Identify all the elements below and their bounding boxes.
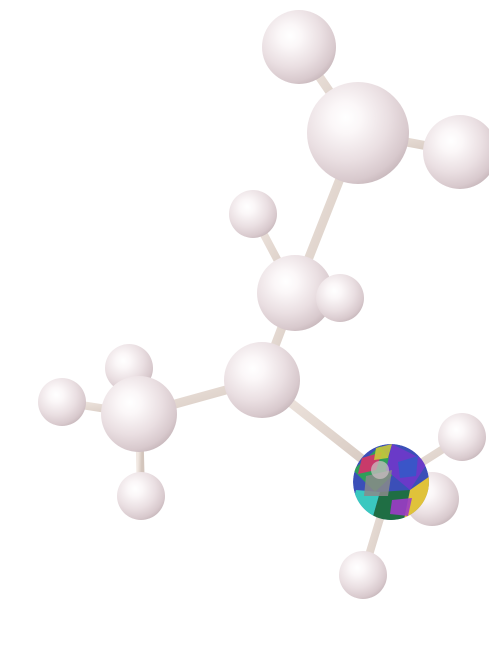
atom-sphere bbox=[38, 378, 86, 426]
atom-sphere bbox=[423, 115, 489, 189]
atom-sphere bbox=[224, 342, 300, 418]
atom-sphere bbox=[339, 551, 387, 599]
atom-sphere bbox=[101, 376, 177, 452]
atom-sphere bbox=[307, 82, 409, 184]
atom-sphere bbox=[257, 255, 333, 331]
atom-sphere bbox=[316, 274, 364, 322]
highlighted-atom bbox=[353, 444, 429, 520]
atom-sphere bbox=[262, 10, 336, 84]
atom-sphere bbox=[117, 472, 165, 520]
atom-sphere bbox=[438, 413, 486, 461]
atoms bbox=[38, 10, 489, 599]
atom-sphere bbox=[229, 190, 277, 238]
